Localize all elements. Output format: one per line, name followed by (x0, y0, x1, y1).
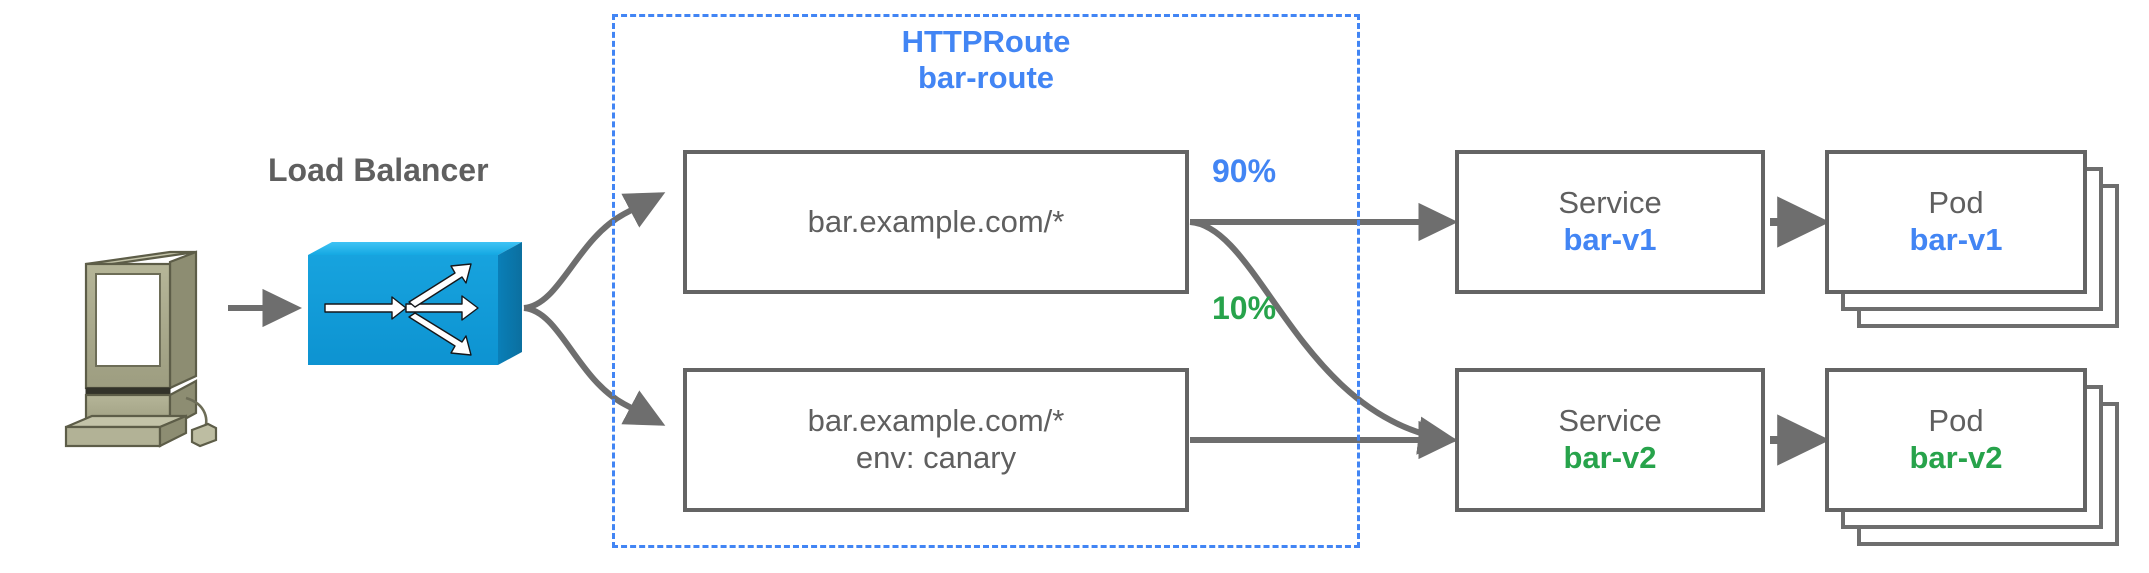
pod-v1-kind: Pod (1928, 185, 1984, 221)
rule-primary-match: bar.example.com/* (807, 203, 1065, 239)
service-v2-name: bar-v2 (1563, 440, 1657, 475)
pod-v1-name: bar-v1 (1909, 222, 2003, 257)
service-v1-kind: Service (1558, 185, 1662, 221)
load-balancer-label: Load Balancer (268, 152, 489, 188)
pod-bar-v2[interactable]: Pod bar-v2 (1825, 368, 2087, 512)
service-v1-name: bar-v1 (1563, 222, 1657, 257)
desktop-computer-icon (64, 250, 218, 448)
service-bar-v1[interactable]: Service bar-v1 (1455, 150, 1765, 294)
httproute-rule-canary[interactable]: bar.example.com/* env: canary (683, 368, 1189, 512)
service-bar-v2[interactable]: Service bar-v2 (1455, 368, 1765, 512)
httproute-group-boundary (612, 14, 1360, 548)
service-v2-kind: Service (1558, 403, 1662, 439)
load-balancer-icon (308, 242, 522, 365)
arrow-lb-to-rule-primary (523, 192, 666, 311)
httproute-name-label: bar-route (917, 59, 1055, 95)
httproute-group-title: HTTPRoute bar-route (612, 24, 1360, 95)
weight-label-90: 90% (1212, 153, 1277, 189)
rule-canary-match: bar.example.com/* (807, 403, 1065, 439)
rule-canary-header: env: canary (855, 440, 1017, 475)
weight-label-10: 10% (1212, 290, 1277, 326)
pod-bar-v1[interactable]: Pod bar-v1 (1825, 150, 2087, 294)
arrow-rule-primary-to-service-v2 (1189, 219, 1458, 455)
pod-v2-name: bar-v2 (1909, 440, 2003, 475)
pod-v2-kind: Pod (1928, 403, 1984, 439)
httproute-rule-primary[interactable]: bar.example.com/* (683, 150, 1189, 294)
httproute-kind-label: HTTPRoute (901, 24, 1071, 59)
arrow-lb-to-rule-canary (523, 305, 666, 426)
